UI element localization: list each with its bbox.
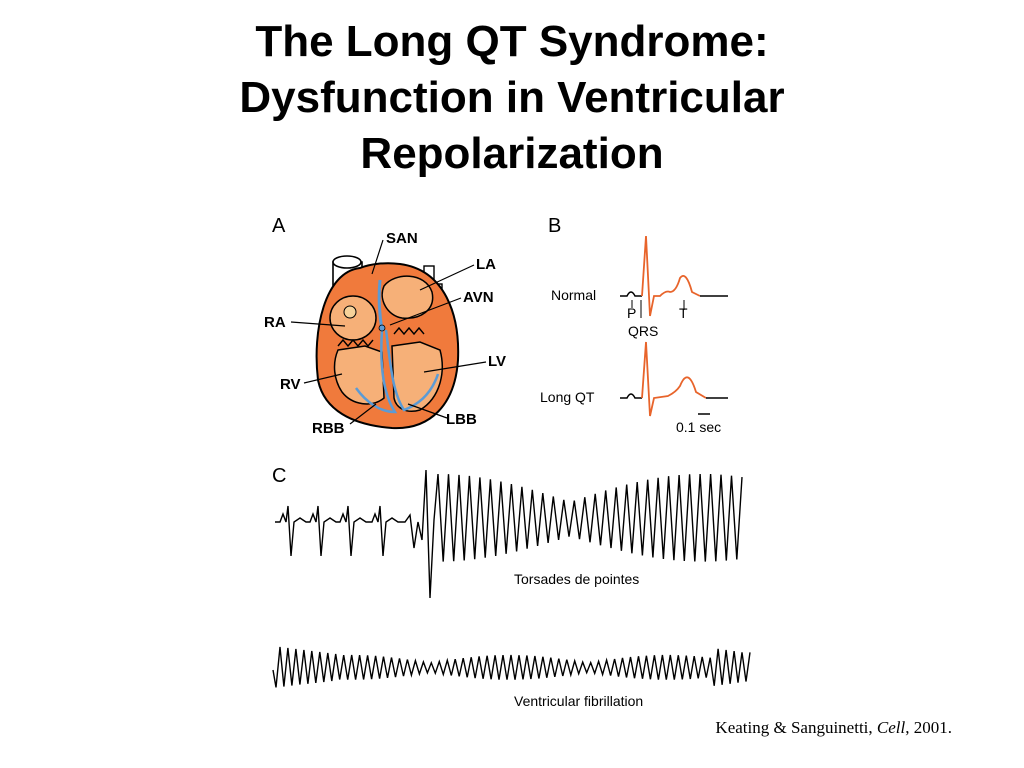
heart-diagram: SAN LA AVN RA LV RV RBB LBB xyxy=(264,230,506,437)
right-atrium xyxy=(329,295,377,341)
right-ventricle xyxy=(333,345,385,405)
citation-year: , 2001. xyxy=(905,718,952,737)
leader-la xyxy=(419,264,475,291)
torsades-trace xyxy=(275,469,743,599)
caption-vfib: Ventricular fibrillation xyxy=(514,693,643,709)
longqt-ecg-trace xyxy=(641,341,707,417)
label-san: SAN xyxy=(386,230,418,247)
panel-c-label: C xyxy=(272,465,286,487)
mitral-valve xyxy=(393,326,425,336)
label-ra: RA xyxy=(264,314,286,331)
av-node xyxy=(378,324,386,332)
right-bundle-branch xyxy=(354,329,398,414)
label-scale: 0.1 sec xyxy=(676,419,721,435)
label-p: P xyxy=(627,305,636,321)
label-la: LA xyxy=(476,256,496,273)
leader-lv xyxy=(423,361,487,373)
label-lbb: LBB xyxy=(446,411,477,428)
panel-a-label: A xyxy=(272,215,286,237)
arrhythmia-traces: Torsades de pointes Ventricular fibrilla… xyxy=(272,469,751,709)
leader-avn xyxy=(389,297,462,326)
tricuspid-valve xyxy=(337,338,374,348)
label-qrs: QRS xyxy=(628,323,658,339)
title-line-2: Dysfunction in Ventricular xyxy=(239,73,785,122)
ra-node xyxy=(343,305,357,319)
citation-authors: Keating & Sanguinetti, xyxy=(715,718,877,737)
panel-b-label: B xyxy=(548,215,561,237)
caption-torsades: Torsades de pointes xyxy=(514,571,639,587)
leader-rv xyxy=(303,373,343,384)
label-long-qt: Long QT xyxy=(540,389,595,405)
ecg-comparison: Normal P QRS T Long QT 0.1 sec xyxy=(540,235,728,435)
label-t: T xyxy=(679,305,688,321)
citation: Keating & Sanguinetti, Cell, 2001. xyxy=(715,718,952,738)
normal-ecg-baseline xyxy=(620,291,642,297)
label-avn: AVN xyxy=(463,289,494,306)
normal-ecg-trace xyxy=(641,235,701,317)
left-bundle-branch xyxy=(384,329,440,412)
title-line-1: The Long QT Syndrome: xyxy=(255,17,769,66)
label-rbb: RBB xyxy=(312,420,345,437)
left-ventricle xyxy=(391,341,443,412)
title-line-3: Repolarization xyxy=(360,129,664,178)
aorta-top xyxy=(332,255,362,269)
slide-title: The Long QT Syndrome: Dysfunction in Ven… xyxy=(0,14,1024,182)
label-lv: LV xyxy=(488,353,506,370)
citation-journal: Cell xyxy=(876,718,906,737)
label-normal: Normal xyxy=(551,287,596,303)
vfib-trace xyxy=(272,646,751,688)
leader-san xyxy=(371,239,384,275)
leader-lbb xyxy=(407,403,448,419)
leader-ra xyxy=(290,321,346,327)
label-rv: RV xyxy=(280,376,301,393)
leader-rbb xyxy=(349,403,377,425)
longqt-ecg-baseline xyxy=(620,393,642,399)
